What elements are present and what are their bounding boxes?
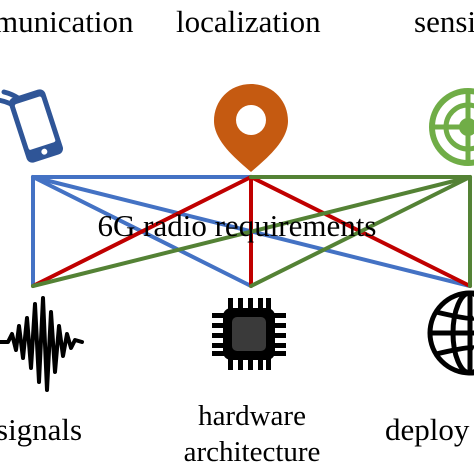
label-hardware-line1: hardware — [198, 400, 306, 432]
radar-icon — [429, 88, 474, 166]
label-sensing: sensi — [414, 4, 474, 39]
waveform-icon — [0, 296, 84, 392]
label-communication: munication — [0, 4, 134, 39]
label-signals: signals — [0, 412, 83, 447]
link-sens-to-signals — [31, 175, 472, 288]
smartphone-icon — [0, 89, 64, 163]
center-title: 6G radio requirements — [97, 208, 377, 243]
label-deployment: deploy — [385, 412, 470, 447]
label-localization: localization — [176, 4, 321, 39]
link-sens-to-hardware — [249, 175, 472, 288]
label-hardware-architecture: hardware architecture — [152, 398, 352, 470]
link-loc-to-signals — [31, 175, 253, 288]
globe-icon — [427, 290, 474, 376]
sensing-links — [31, 175, 472, 288]
label-hardware-line2: architecture — [183, 436, 321, 468]
map-pin-icon — [214, 84, 288, 172]
chip-icon — [212, 298, 286, 370]
